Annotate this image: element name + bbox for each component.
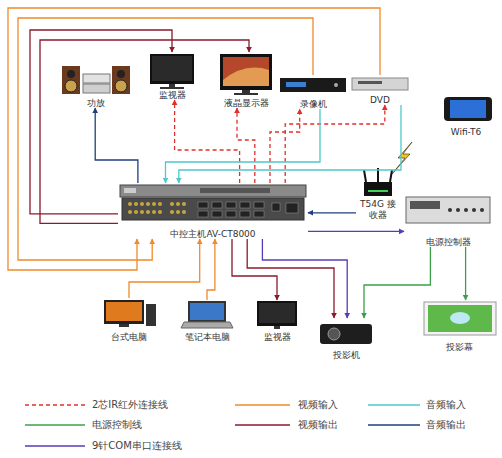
connector <box>262 239 347 318</box>
connector <box>95 108 138 183</box>
device-node: 监视器 <box>146 52 198 100</box>
device-label: 录像机 <box>300 99 327 109</box>
legend-text: 电源控制线 <box>92 419 142 431</box>
legend-line-sample <box>368 404 420 406</box>
connector <box>237 108 255 183</box>
legend-text: 音频输出 <box>426 419 466 431</box>
legend-line-sample <box>235 424 290 426</box>
dvd-illustration <box>352 78 408 90</box>
projection-screen-illustration <box>424 302 496 335</box>
device-node: 监视器 <box>253 300 301 342</box>
device-label: 笔记本电脑 <box>185 332 230 342</box>
vcr-illustration <box>280 78 346 92</box>
connector <box>8 8 380 270</box>
legend-line-sample <box>25 445 85 447</box>
device-node: DVD <box>350 75 410 105</box>
device-node: Wifi-T6 <box>435 95 497 137</box>
lcd-illustration <box>220 54 272 95</box>
wifi-panel-illustration <box>444 97 492 121</box>
monitor-illustration <box>150 54 194 89</box>
connector <box>18 18 313 260</box>
device-label: 液晶显示器 <box>224 98 269 108</box>
connector <box>129 239 200 298</box>
connector <box>40 40 249 223</box>
device-node: 投影机 <box>316 318 376 360</box>
device-label: 投影幕 <box>446 342 473 352</box>
connector <box>232 239 277 300</box>
control-host-illustration <box>120 185 306 220</box>
device-label: 投影机 <box>333 350 360 360</box>
device-label: 监视器 <box>159 90 186 100</box>
connector <box>285 105 385 183</box>
device-label: 中控主机AV-CT8000 <box>170 229 255 239</box>
device-node: 台式电脑 <box>98 298 160 342</box>
projector-illustration <box>320 324 372 344</box>
power-controller-illustration <box>406 197 490 223</box>
device-node: T54G 接收器 <box>356 172 400 220</box>
connector <box>207 239 215 300</box>
legend-line-sample <box>235 404 290 406</box>
connector <box>247 239 334 318</box>
device-label: 功放 <box>87 98 105 108</box>
connector <box>364 247 430 318</box>
connector <box>30 30 172 214</box>
device-label: DVD <box>370 95 390 105</box>
device-label: 台式电脑 <box>111 332 147 342</box>
device-node: 功放 <box>58 62 134 108</box>
desktop-pc-illustration <box>104 300 156 327</box>
device-node: 电源控制器 <box>404 195 492 247</box>
device-node: 录像机 <box>278 75 348 109</box>
router-illustration <box>364 168 392 196</box>
legend-line-sample <box>368 424 420 426</box>
amplifier-speakers <box>62 66 130 94</box>
legend-text: 视频输入 <box>298 399 338 411</box>
connector <box>179 105 401 183</box>
device-label: 监视器 <box>264 332 291 342</box>
legend-text: 2芯IR红外连接线 <box>92 399 168 411</box>
lightning-symbol <box>392 142 412 174</box>
connector <box>166 109 321 183</box>
device-node: 笔记本电脑 <box>180 300 234 342</box>
connector <box>465 247 466 300</box>
device-label: 电源控制器 <box>426 237 471 247</box>
connector <box>308 231 404 232</box>
device-label: T54G 接收器 <box>356 199 400 220</box>
connector <box>308 212 356 213</box>
monitor-illustration <box>257 301 297 329</box>
device-node: 投影幕 <box>418 300 500 352</box>
legend-text: 视频输出 <box>298 419 338 431</box>
device-node: 中控主机AV-CT8000 <box>118 183 308 239</box>
laptop-illustration <box>181 301 233 328</box>
legend-text: 9针COM串口连接线 <box>92 440 182 452</box>
legend-text: 音频输入 <box>426 399 466 411</box>
legend-line-sample <box>25 404 85 406</box>
device-node: 液晶显示器 <box>216 52 276 108</box>
legend-line-sample <box>25 424 85 426</box>
device-label: Wifi-T6 <box>451 127 482 137</box>
